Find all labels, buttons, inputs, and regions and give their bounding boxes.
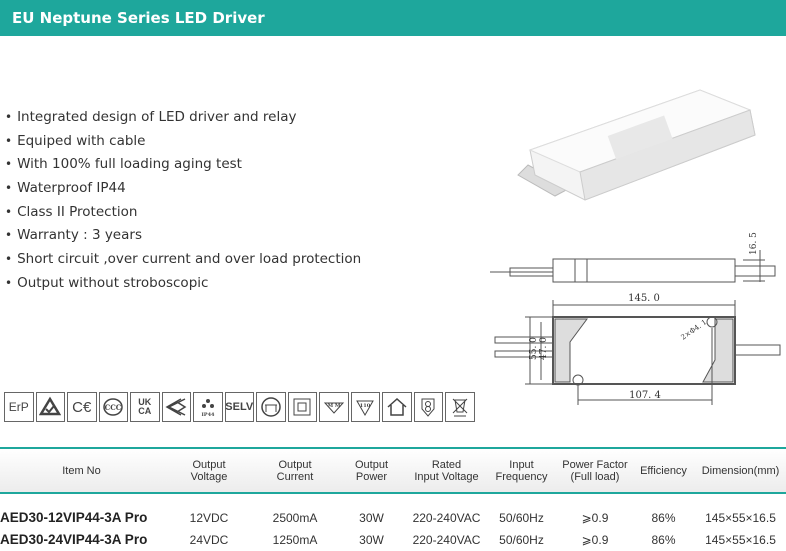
cell: 86% xyxy=(651,533,676,547)
cell: 220-240VAC xyxy=(412,533,481,547)
cell: 1250mA xyxy=(272,533,318,547)
page-title: EU Neptune Series LED Driver xyxy=(12,9,265,27)
svg-text:M M: M M xyxy=(327,403,340,409)
height-dimension: 16. 5 xyxy=(749,232,759,255)
safety-transformer-icon xyxy=(256,392,286,422)
cell: 50/60Hz xyxy=(499,533,544,547)
weee-icon xyxy=(445,392,475,422)
feature-item: Waterproof IP44 xyxy=(5,179,361,203)
column-header: Output Current xyxy=(276,458,314,483)
erp-icon: ErP xyxy=(4,392,34,422)
title-bar: EU Neptune Series LED Driver xyxy=(0,0,786,36)
cell: 24VDC xyxy=(189,533,229,547)
selv-icon: SELV xyxy=(224,392,254,422)
mm-furniture-icon: M M xyxy=(319,392,349,422)
indoor-use-icon xyxy=(382,392,412,422)
cell: ⩾0.9 xyxy=(581,533,609,547)
product-photo xyxy=(517,89,756,201)
column-header: Efficiency xyxy=(640,464,687,477)
holes-label: 2×Φ4. 1 xyxy=(680,318,709,341)
table-row: AED30-12VIP44-3A Pro 12VDC 2500mA 30W 22… xyxy=(0,507,786,529)
column-header: Output Power xyxy=(354,458,389,483)
column-header: Rated Input Voltage xyxy=(414,458,479,483)
outer-width-dimension: 55. 0 xyxy=(529,337,539,360)
item-no: AED30-24VIP44-3A Pro xyxy=(0,532,148,547)
ip44-icon: IP44 xyxy=(193,392,223,422)
svg-text:IP44: IP44 xyxy=(201,412,215,418)
cell: 220-240VAC xyxy=(412,511,481,525)
cell: 50/60Hz xyxy=(499,511,544,525)
feature-item: With 100% full loading aging test xyxy=(5,155,361,179)
cell: 30W xyxy=(359,511,384,525)
hole-spacing-dimension: 107. 4 xyxy=(629,390,661,401)
column-header: Dimension(mm) xyxy=(701,464,780,477)
length-dimension: 145. 0 xyxy=(628,293,660,304)
spec-table: Item No Output Voltage Output Current Ou… xyxy=(0,447,786,551)
feature-item: Output without stroboscopic xyxy=(5,274,361,298)
cell: 145×55×16.5 xyxy=(705,511,776,525)
cell: 86% xyxy=(651,511,676,525)
cell: 12VDC xyxy=(189,511,229,525)
table-header: Item No Output Voltage Output Current Ou… xyxy=(0,447,786,494)
short-circuit-proof-icon xyxy=(413,392,443,422)
svg-text:110: 110 xyxy=(360,403,371,409)
feature-item: Class II Protection xyxy=(5,203,361,227)
feature-item: Integrated design of LED driver and rela… xyxy=(5,108,361,132)
temperature-110-icon: 110 xyxy=(350,392,380,422)
cell: 2500mA xyxy=(272,511,318,525)
cell: 145×55×16.5 xyxy=(705,533,776,547)
enec-icon xyxy=(161,392,191,422)
item-no: AED30-12VIP44-3A Pro xyxy=(0,510,148,525)
ccc-icon: CCC xyxy=(98,392,128,422)
rcm-icon xyxy=(35,392,65,422)
cell: ⩾0.9 xyxy=(581,511,609,525)
inner-width-dimension: 47. 0 xyxy=(539,337,549,360)
technical-drawing: 145. 0 107. 4 55. 0 47. 0 16. 5 2×Φ4. 1 xyxy=(490,232,781,405)
cell: 30W xyxy=(359,533,384,547)
table-row: AED30-24VIP44-3A Pro 24VDC 1250mA 30W 22… xyxy=(0,529,786,551)
class-ii-icon xyxy=(287,392,317,422)
column-header: Item No xyxy=(62,464,101,477)
column-header: Input Frequency xyxy=(495,458,548,483)
feature-item: Equiped with cable xyxy=(5,132,361,156)
column-header: Power Factor (Full load) xyxy=(562,458,628,483)
feature-item: Short circuit ,over current and over loa… xyxy=(5,250,361,274)
svg-text:CCC: CCC xyxy=(105,403,122,412)
ce-icon: C€ xyxy=(67,392,97,422)
feature-item: Warranty : 3 years xyxy=(5,226,361,250)
feature-list: Integrated design of LED driver and rela… xyxy=(5,108,361,298)
column-header: Output Voltage xyxy=(190,458,228,483)
